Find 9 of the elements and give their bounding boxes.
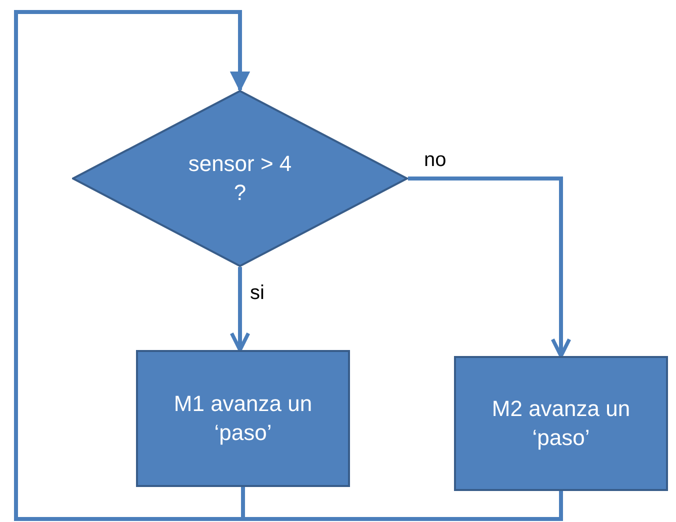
process-box (454, 356, 668, 491)
arrow (408, 176, 572, 358)
arrow (14, 10, 563, 521)
condition-text: sensor > 4 ? (187, 150, 293, 206)
arrow (230, 267, 250, 352)
step-text: M2 avanza un ‘paso’ (491, 394, 631, 452)
step-text: M1 avanza un ‘paso’ (173, 390, 313, 447)
process-box (136, 350, 350, 487)
decision-diamond (72, 90, 408, 267)
